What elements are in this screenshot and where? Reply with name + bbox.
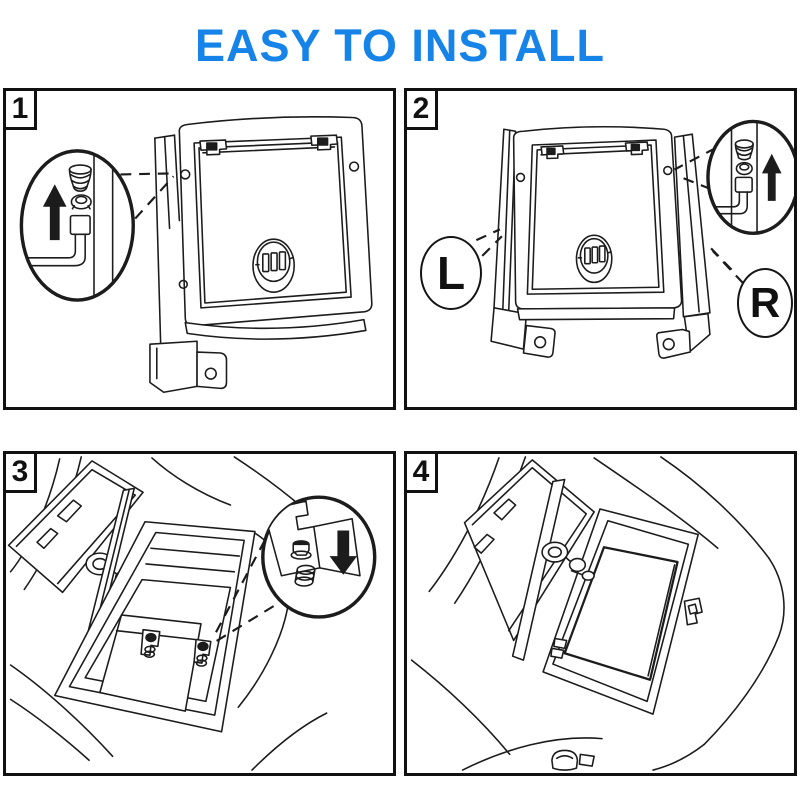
hinge-knob — [541, 541, 595, 581]
step-panel-1: 1 — [3, 88, 396, 410]
step-panel-4: 4 — [404, 451, 797, 776]
step-panel-2: 2 L R — [404, 88, 797, 410]
page-title: EASY TO INSTALL — [194, 20, 606, 71]
installed-tray-panel — [550, 546, 679, 681]
fastener-callout — [706, 119, 794, 235]
usb-port-badge — [575, 234, 613, 284]
arrow-up-icon — [761, 153, 782, 201]
left-bracket-marker: L — [420, 236, 482, 310]
bolt-callout — [261, 495, 377, 619]
step-number: 2 — [404, 88, 438, 130]
arrow-down-icon — [329, 530, 358, 575]
step-3-illustration — [7, 456, 377, 771]
mounting-bolts — [140, 628, 212, 667]
arrow-up-icon — [42, 184, 67, 241]
left-bracket — [490, 128, 556, 358]
step-4-illustration — [410, 456, 785, 771]
right-bracket-marker: R — [737, 268, 793, 338]
panel-frame — [178, 116, 373, 340]
step-panel-3: 3 — [3, 451, 396, 776]
divider-panel — [511, 478, 566, 661]
console-body — [410, 456, 785, 771]
usb-port-badge — [252, 238, 295, 293]
step-2-illustration — [475, 119, 794, 359]
console-opening — [53, 520, 256, 733]
right-bracket — [655, 133, 711, 359]
step-number: 3 — [3, 451, 37, 493]
side-bracket — [149, 134, 228, 394]
fastener-callout — [19, 149, 135, 302]
console-lid-open — [463, 459, 595, 661]
panel-frame — [512, 125, 683, 321]
lid-hinges — [540, 141, 649, 160]
lid-hinges — [199, 134, 339, 156]
step-1-illustration — [19, 116, 373, 394]
step-number: 1 — [3, 88, 37, 130]
step-number: 4 — [404, 451, 438, 493]
